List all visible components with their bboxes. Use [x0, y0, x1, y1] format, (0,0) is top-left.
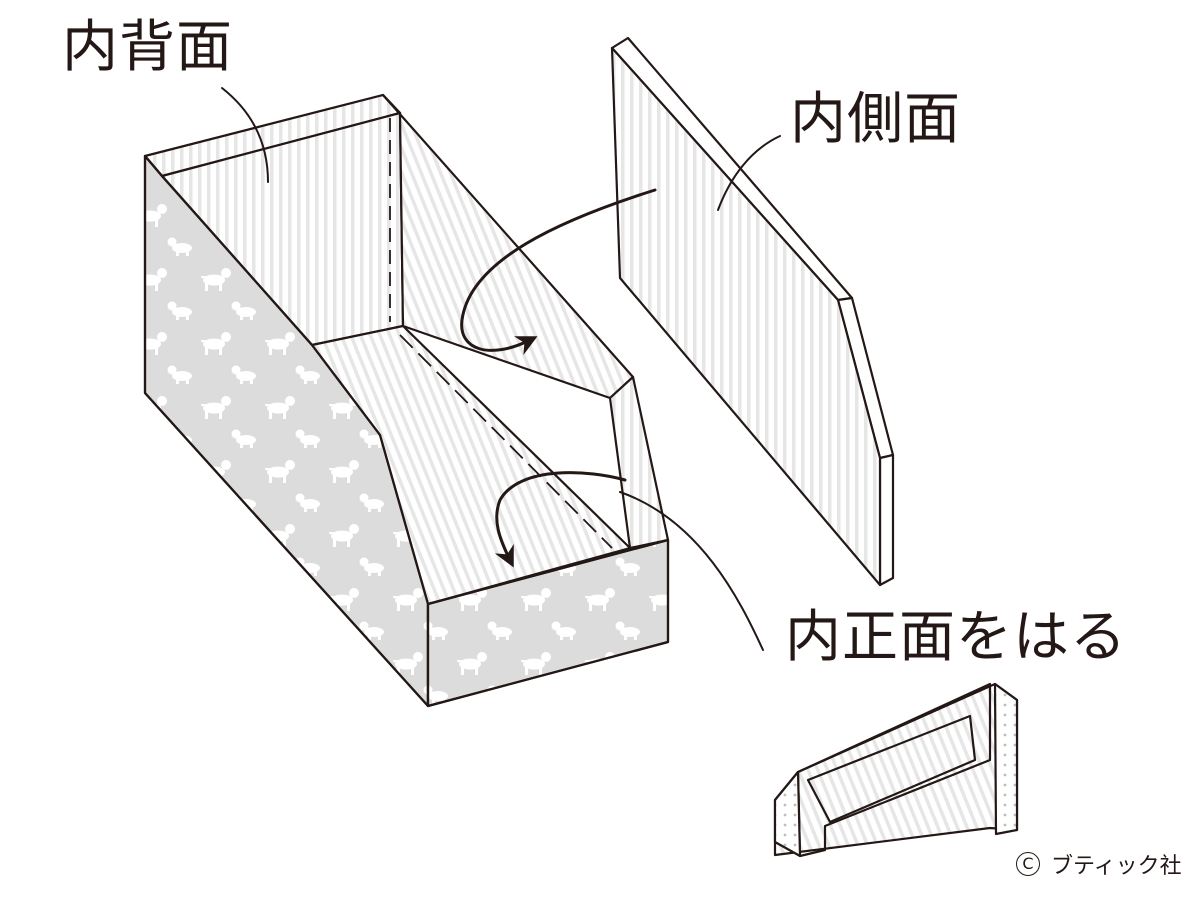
arrow-side-insert — [460, 188, 657, 356]
front-piece-right-flap — [993, 682, 1019, 836]
label-inner-back: 内背面 — [62, 15, 233, 80]
annotation-lines — [221, 87, 781, 651]
leader-inner-back — [221, 87, 269, 183]
inner-side-panel-piece — [610, 36, 895, 587]
inner-side-panel-face — [610, 46, 882, 587]
leader-inner-front — [619, 491, 764, 651]
right-side-front — [608, 375, 670, 550]
main-box — [143, 93, 670, 708]
label-inner-front: 内正面をはる — [785, 605, 1127, 670]
leader-inner-side — [717, 135, 781, 211]
front-piece-left-flap — [773, 770, 802, 858]
copyright-icon: C — [1016, 852, 1040, 876]
copyright-text: ブティック社 — [1051, 854, 1182, 879]
right-side-wall — [381, 93, 635, 400]
copyright-notice: C ブティック社 — [1016, 848, 1182, 880]
label-inner-side: 内側面 — [790, 87, 961, 152]
arrow-front-insert — [494, 471, 627, 568]
inner-front-piece — [773, 682, 1019, 858]
